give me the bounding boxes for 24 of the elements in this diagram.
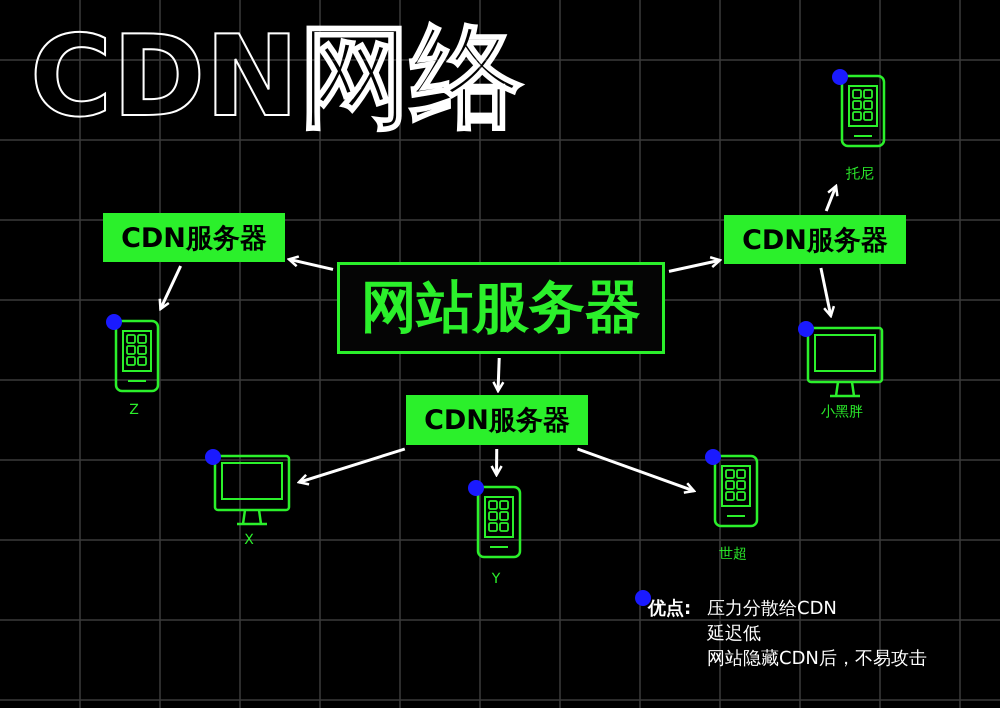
server-box: 网站服务器: [337, 262, 665, 354]
arrow: [298, 448, 406, 486]
arrow: [824, 184, 839, 212]
note-heading: 优点:: [648, 598, 692, 620]
server-label-box: CDN服务器: [406, 395, 588, 445]
note-text: 压力分散给CDN: [707, 598, 837, 620]
arrow: [158, 265, 182, 310]
server-label-box: CDN服务器: [103, 213, 285, 262]
server-label-box: CDN服务器: [724, 215, 906, 264]
device-label: Z: [128, 402, 140, 418]
device-label: 小黑胖: [820, 404, 864, 420]
arrow: [819, 268, 836, 318]
note-text: 网站隐藏CDN后，不易攻击: [707, 648, 927, 670]
device-label: 托尼: [845, 166, 875, 182]
arrow: [288, 255, 334, 271]
title: CDN网络: [30, 12, 523, 142]
device-label: X: [243, 532, 255, 548]
device-label: 世超: [718, 546, 748, 562]
note-text: 延迟低: [707, 623, 761, 645]
arrow: [668, 256, 722, 273]
device-label: Y: [490, 571, 502, 587]
arrow: [577, 448, 696, 494]
arrow: [492, 358, 505, 392]
arrow: [490, 448, 503, 476]
